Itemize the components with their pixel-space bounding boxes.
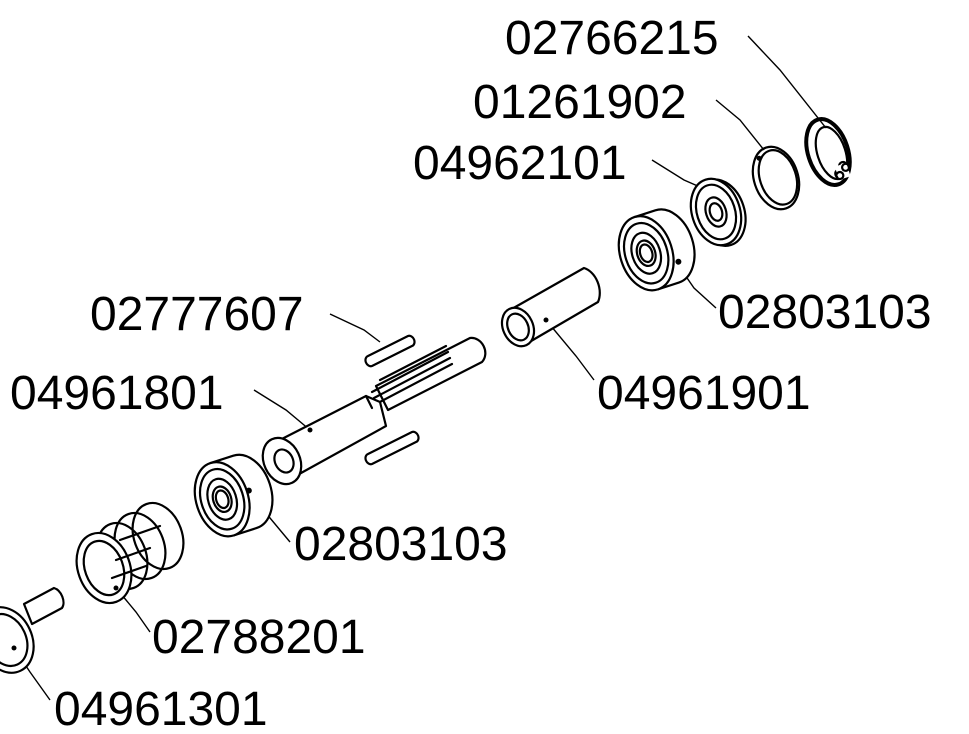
retaining-ring-drawing: [804, 117, 852, 187]
sleeve-drawing: [500, 266, 601, 348]
part-label-04961301: 04961301: [54, 683, 268, 734]
part-label-02777607: 02777607: [90, 288, 304, 341]
leader-01261902: [715, 99, 765, 151]
shaft-drawing: [261, 336, 487, 486]
part-labels: 02766215 01261902 04962101 02803103 0496…: [10, 12, 932, 734]
part-label-02766215: 02766215: [505, 12, 719, 65]
pin-drawing: [364, 334, 420, 466]
ball-bearing-bottom-drawing: [193, 453, 274, 538]
shim-washer-drawing: [751, 145, 801, 211]
ball-bearing-top-drawing: [617, 208, 696, 292]
part-label-01261902: 01261902: [473, 76, 687, 129]
leader-02777607: [329, 313, 381, 343]
part-label-04961801: 04961801: [10, 367, 224, 420]
part-label-04961901: 04961901: [597, 367, 811, 420]
part-label-04962101: 04962101: [413, 137, 627, 190]
seal-drawing: [689, 177, 747, 247]
part-label-02788201: 02788201: [152, 611, 366, 664]
housing-drawing: [0, 586, 65, 674]
part-label-02803103-top: 02803103: [718, 286, 932, 339]
leader-04961801: [253, 389, 311, 431]
leader-04961901: [545, 319, 595, 381]
leader-02766215: [747, 35, 827, 129]
part-label-02803103-bottom: 02803103: [294, 518, 508, 571]
spring-drawing: [75, 501, 185, 605]
